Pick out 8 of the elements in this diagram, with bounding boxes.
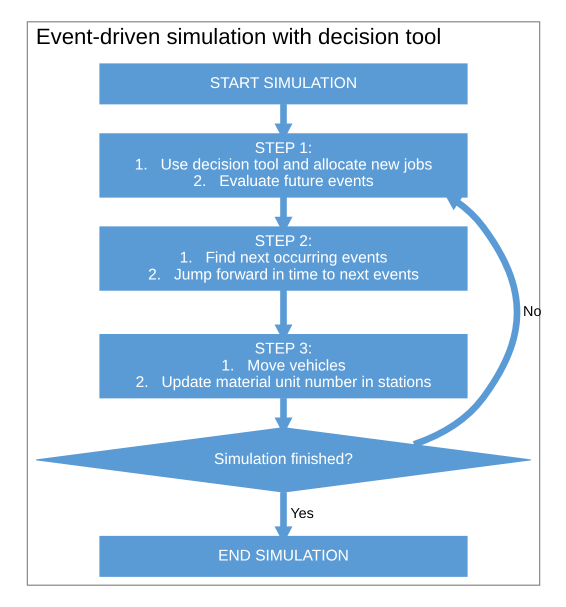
node-box: END SIMULATION [98,536,468,577]
node-box: STEP 1: 1. Use decision tool and allocate new jobs 2. Evaluate future events [98,133,468,198]
node-box: STEP 3: 1. Move vehicles 2. Update material unit number in stations [98,334,468,398]
edge-label: No [522,304,541,320]
node-box: STEP 2: 1. Find next occurring events 2. Jump forward in time to next events [98,226,468,291]
edge-label: Yes [290,506,314,522]
node-box: START SIMULATION [98,63,468,104]
node-diamond: Simulation finished? [35,427,531,493]
